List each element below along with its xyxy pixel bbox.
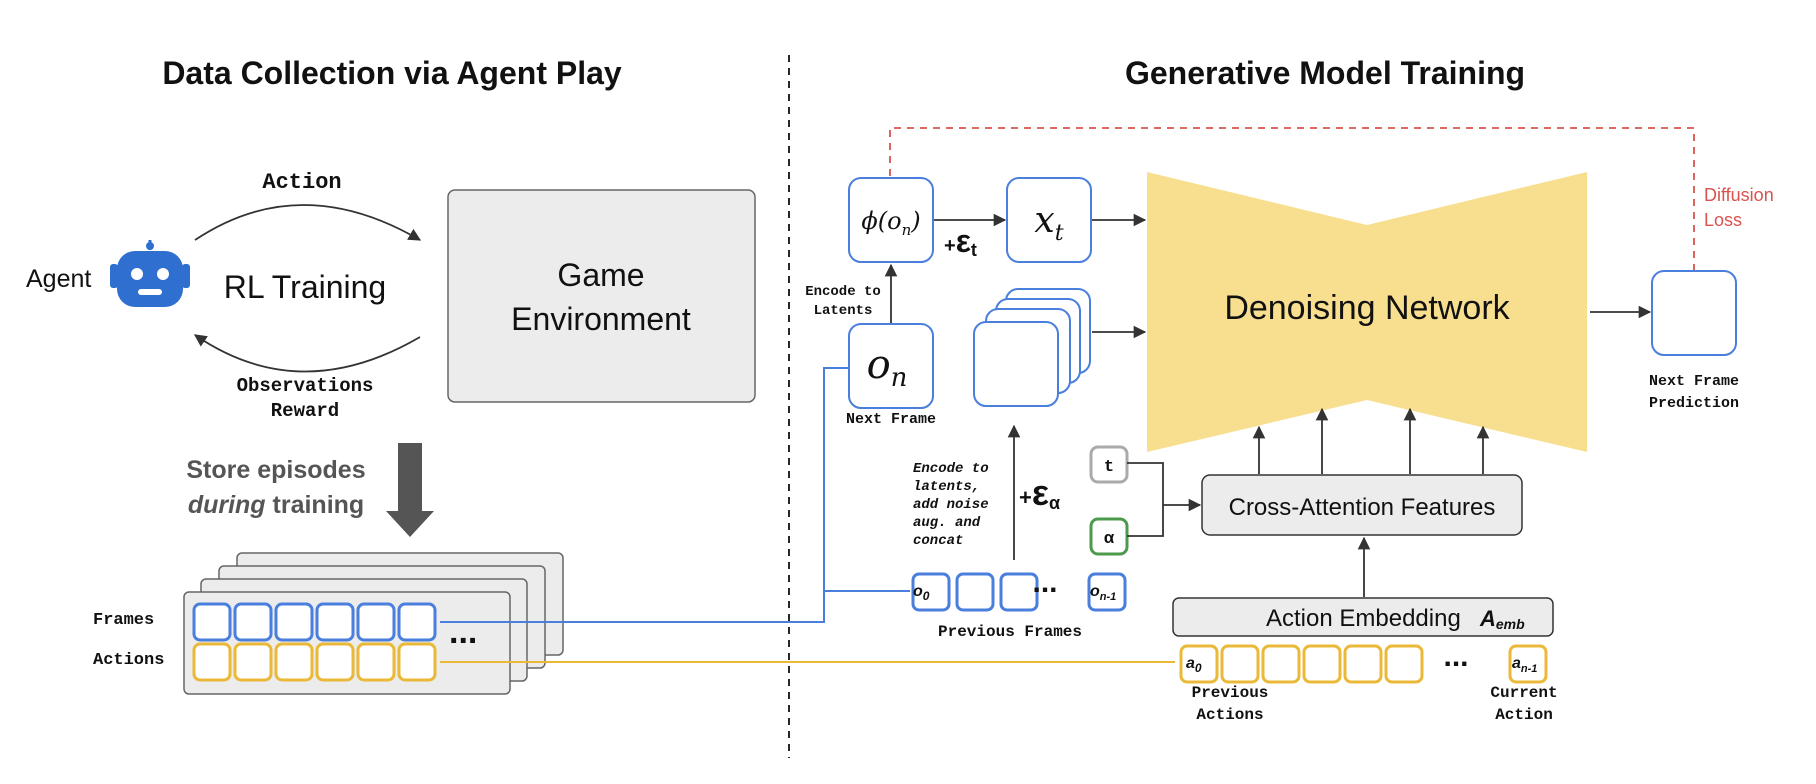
next-frame-prediction-line1: Next Frame (1649, 373, 1739, 390)
denoising-network-shape (1147, 172, 1587, 452)
svg-text:Encode to: Encode to (913, 461, 989, 477)
store-episodes-during: during (188, 491, 266, 519)
current-action-line1: Current (1490, 684, 1557, 702)
t-alpha-bracket (1127, 462, 1164, 537)
previous-frame-cell (911, 572, 951, 612)
prev-frame-on1-label: on-1 (1090, 583, 1116, 603)
a-emb-label: Aemb (1479, 606, 1525, 632)
epsilon-t-label: +εt (944, 223, 977, 260)
episode-action-cell (397, 642, 437, 682)
episode-action-cell (356, 642, 396, 682)
episode-frame-cell (274, 602, 314, 642)
noise-level-label: α (1104, 530, 1115, 549)
xt-label: xt (1034, 200, 1063, 246)
previous-action-cell (1343, 644, 1383, 684)
previous-action-cell (1302, 644, 1342, 684)
previous-action-cell (1220, 644, 1260, 684)
game-environment-box (447, 189, 756, 403)
reward-label: Reward (271, 400, 339, 422)
prev-frame-o0-label: o0 (913, 583, 930, 603)
episode-action-cell (233, 642, 273, 682)
store-episodes-training: training (266, 491, 365, 519)
episode-action-cell (192, 642, 232, 682)
store-episodes-line2: during training (188, 491, 364, 519)
on-label: on (867, 342, 908, 393)
right-section-title: Generative Model Training (1125, 55, 1525, 91)
previous-frame-cell (999, 572, 1039, 612)
action-embedding-label: Action Embedding (1266, 605, 1461, 632)
diffusion-loss-line1: Diffusion (1704, 185, 1774, 205)
next-frame-prediction-line2: Prediction (1649, 395, 1739, 412)
previous-action-cells (1179, 644, 1548, 684)
diffusion-loss-path (889, 127, 1695, 272)
next-frame-prediction-box (1651, 270, 1737, 356)
episode-frame-cell (315, 602, 355, 642)
game-environment-label-line2: Environment (511, 301, 691, 337)
current-action-line2: Action (1495, 706, 1553, 724)
episode-frame-cell (192, 602, 232, 642)
observation-arrow (193, 334, 421, 373)
previous-actions-line2: Actions (1196, 706, 1263, 724)
encode-latents-line1: Encode to (805, 284, 881, 300)
encode-latents-line2: Latents (814, 303, 873, 319)
frames-label: Frames (93, 611, 154, 630)
previous-action-cell (1179, 644, 1219, 684)
previous-frames-latent-stack (973, 288, 1091, 407)
epsilon-alpha-label: +εα (1019, 472, 1060, 513)
phi-on-label: ϕ(on) (861, 207, 920, 239)
cross-attention-box (1201, 474, 1523, 536)
encode-noise-concat-text: Encode to latents, add noise aug. and co… (913, 461, 989, 549)
denoising-network-label: Denoising Network (1224, 289, 1510, 327)
action-an1-label: an-1 (1512, 655, 1537, 675)
diffusion-loss-line2: Loss (1704, 210, 1742, 230)
episode-action-cell (315, 642, 355, 682)
action-arrow (194, 204, 422, 241)
left-section-title: Data Collection via Agent Play (162, 55, 622, 91)
previous-actions-line1: Previous (1192, 684, 1269, 702)
svg-text:concat: concat (913, 533, 963, 549)
game-environment-label-line1: Game (557, 257, 644, 293)
action-embedding-box (1172, 597, 1554, 637)
episode-frame-cell (356, 602, 396, 642)
previous-action-cell (1261, 644, 1301, 684)
previous-frames-dots: ... (1032, 566, 1057, 599)
robot-icon (110, 240, 190, 307)
actions-label: Actions (93, 651, 164, 670)
previous-action-cell (1508, 644, 1548, 684)
episode-action-cell (274, 642, 314, 682)
previous-frames-label: Previous Frames (938, 623, 1082, 641)
episode-frame-cell (397, 602, 437, 642)
down-arrow-icon (386, 443, 434, 537)
episode-frame-cell (233, 602, 273, 642)
previous-action-cell (1384, 644, 1424, 684)
timestep-label: t (1104, 458, 1114, 477)
frames-to-next-frame-connector (440, 367, 848, 623)
timestep-box (1089, 445, 1129, 484)
cross-attention-to-denoiser-arrows (1252, 407, 1490, 474)
episode-ellipsis: ... (449, 613, 477, 651)
noisy-latent-box (1006, 177, 1092, 263)
store-episodes-line1: Store episodes (186, 456, 365, 484)
svg-text:aug. and: aug. and (913, 515, 981, 531)
agent-label: Agent (26, 265, 91, 293)
previous-frame-cells (911, 572, 1127, 612)
cross-attention-label: Cross-Attention Features (1229, 494, 1496, 521)
previous-frame-cell (955, 572, 995, 612)
episode-frame-cells (192, 602, 437, 642)
observations-label: Observations (237, 375, 374, 397)
next-frame-label: Next Frame (846, 411, 936, 428)
svg-text:latents,: latents, (913, 479, 980, 495)
next-frame-box (848, 323, 934, 409)
rl-training-label: RL Training (224, 269, 386, 305)
latent-encoding-box (848, 177, 934, 263)
episode-action-cells (192, 642, 437, 682)
action-a0-label: a0 (1186, 655, 1202, 675)
svg-text:add noise: add noise (913, 497, 989, 513)
previous-actions-dots: ... (1443, 640, 1468, 673)
action-label: Action (262, 170, 341, 195)
previous-frame-cell (1087, 572, 1127, 612)
